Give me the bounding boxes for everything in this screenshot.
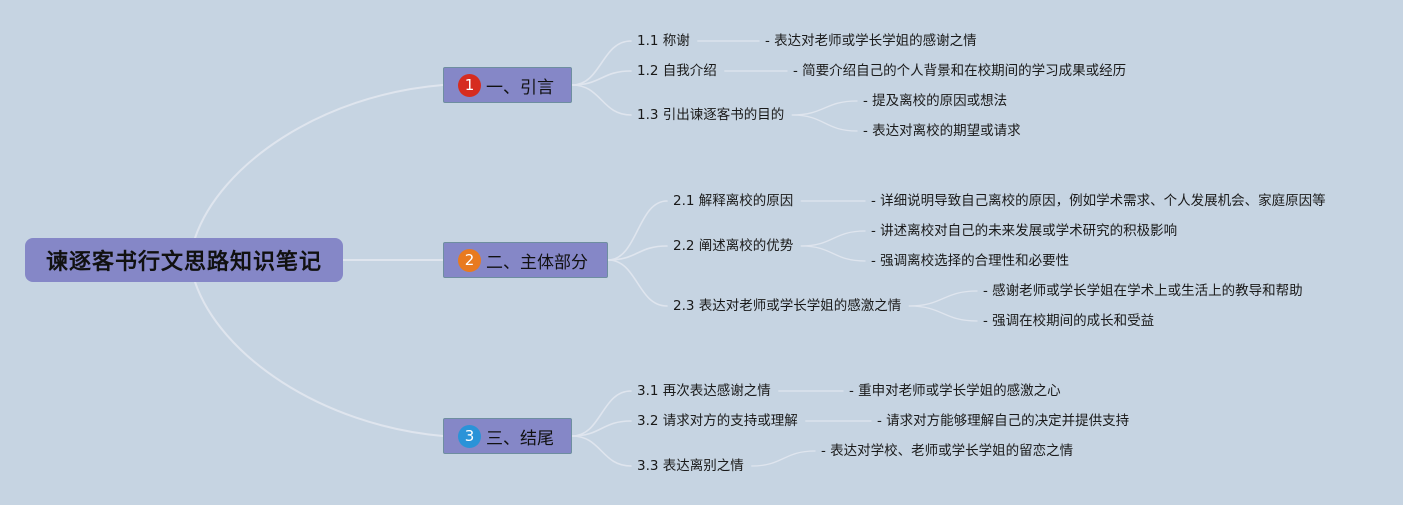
connector-line [194, 281, 444, 437]
detail-node[interactable]: - 表达对离校的期望或请求 [863, 123, 1021, 139]
detail-node[interactable]: - 强调在校期间的成长和受益 [983, 313, 1155, 329]
branch-node-intro[interactable]: 1 一、引言 [443, 67, 572, 103]
topic-node[interactable]: 2.3 表达对老师或学长学姐的感激之情 [673, 298, 902, 314]
detail-node[interactable]: - 详细说明导致自己离校的原因，例如学术需求、个人发展机会、家庭原因等 [871, 193, 1326, 209]
connector-line [194, 84, 444, 239]
connector-line [607, 259, 668, 307]
branch-label: 二、主体部分 [486, 252, 588, 273]
connector-line [908, 290, 978, 307]
topic-node[interactable]: 3.1 再次表达感谢之情 [637, 383, 771, 399]
connector-line [800, 230, 866, 247]
detail-node[interactable]: - 重申对老师或学长学姐的感激之心 [849, 383, 1061, 399]
connector-line [571, 420, 632, 437]
topic-node[interactable]: 3.2 请求对方的支持或理解 [637, 413, 798, 429]
detail-node[interactable]: - 感谢老师或学长学姐在学术上或生活上的教导和帮助 [983, 283, 1303, 299]
branch-node-ending[interactable]: 3 三、结尾 [443, 418, 572, 454]
connector-line [791, 100, 858, 116]
topic-node[interactable]: 2.1 解释离校的原因 [673, 193, 794, 209]
connector-line [908, 305, 978, 322]
branch-label: 三、结尾 [486, 428, 554, 449]
root-title: 谏逐客书行文思路知识笔记 [45, 250, 322, 275]
branch-node-body[interactable]: 2 二、主体部分 [443, 242, 608, 278]
connector-line [607, 200, 668, 261]
connector-line [571, 70, 632, 86]
connector-line [800, 245, 866, 262]
connector-line [607, 245, 668, 261]
detail-node[interactable]: - 表达对学校、老师或学长学姐的留恋之情 [821, 443, 1074, 459]
topic-node[interactable]: 1.1 称谢 [637, 33, 690, 49]
connector-line [571, 84, 632, 116]
number-badge-icon: 3 [458, 424, 481, 448]
topic-node[interactable]: 1.2 自我介绍 [637, 63, 717, 79]
number-badge-icon: 1 [458, 73, 481, 97]
topic-node[interactable]: 3.3 表达离别之情 [637, 458, 744, 474]
detail-node[interactable]: - 表达对老师或学长学姐的感谢之情 [765, 33, 977, 49]
detail-node[interactable]: - 请求对方能够理解自己的决定并提供支持 [877, 413, 1130, 429]
branch-label: 一、引言 [486, 77, 554, 98]
detail-node[interactable]: - 讲述离校对自己的未来发展或学术研究的积极影响 [871, 223, 1178, 239]
connector-line [751, 450, 816, 467]
connector-line [791, 114, 858, 132]
connector-line [571, 435, 632, 467]
detail-node[interactable]: - 强调离校选择的合理性和必要性 [871, 253, 1070, 269]
topic-node[interactable]: 2.2 阐述离校的优势 [673, 238, 794, 254]
detail-node[interactable]: - 提及离校的原因或想法 [863, 93, 1008, 109]
topic-node[interactable]: 1.3 引出谏逐客书的目的 [637, 107, 785, 123]
connector-line [571, 40, 632, 86]
root-node[interactable]: 谏逐客书行文思路知识笔记 [25, 238, 343, 282]
detail-node[interactable]: - 简要介绍自己的个人背景和在校期间的学习成果或经历 [793, 63, 1127, 79]
connector-line [571, 390, 632, 437]
number-badge-icon: 2 [458, 248, 481, 272]
